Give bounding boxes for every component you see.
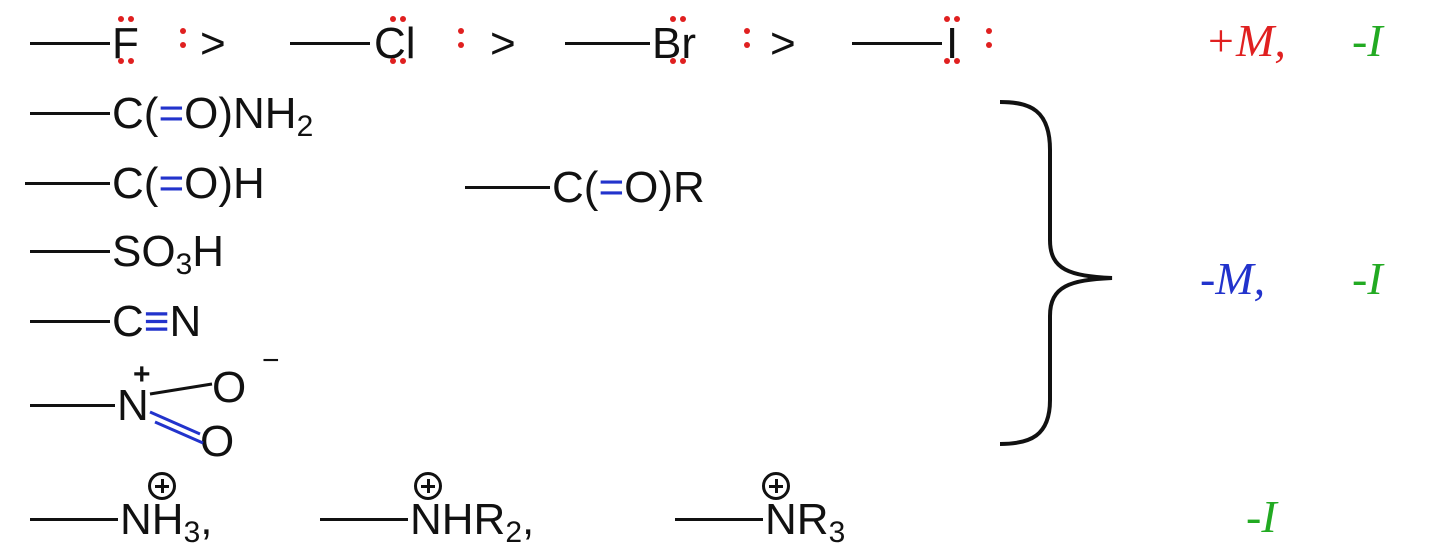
- bond-f: [30, 42, 110, 45]
- bond-br: [565, 42, 650, 45]
- bond-nitrile: [30, 320, 110, 323]
- group-ketone: C(=O)R: [552, 163, 705, 212]
- plus-circle-icon: [762, 472, 790, 500]
- plus-circle-icon: [148, 472, 176, 500]
- bond-sulfonic: [30, 250, 110, 253]
- group-amide: C(=O)NH2: [112, 89, 314, 143]
- gt-1: >: [200, 19, 226, 68]
- nitro-o2: O: [200, 417, 235, 466]
- label-minus-i-3: -I: [1246, 491, 1277, 542]
- group-nitrile: C≡N: [112, 297, 202, 346]
- nitro-minus: −: [262, 344, 280, 377]
- label-minus-i-1: -I: [1352, 15, 1383, 66]
- bond-nhr2: [320, 518, 408, 521]
- bond-nr3: [675, 518, 763, 521]
- bond-amide: [30, 112, 110, 115]
- bond-cl: [290, 42, 370, 45]
- group-sulfonic: SO3H: [112, 227, 225, 281]
- atom-f: F: [112, 19, 139, 68]
- group-nr3: NR3: [765, 495, 846, 549]
- nitro-o1: O: [212, 363, 247, 412]
- bond-ketone: [465, 186, 550, 189]
- bond-i: [852, 42, 942, 45]
- group-nhr2: NHR2,: [410, 495, 535, 549]
- bond-nitro: [30, 404, 115, 407]
- bond-acid: [25, 182, 110, 185]
- atom-i: I: [946, 19, 959, 68]
- plus-circle-icon: [414, 472, 442, 500]
- gt-3: >: [770, 19, 796, 68]
- label-minus-i-2: -I: [1352, 253, 1383, 304]
- bond-nh3: [30, 518, 118, 521]
- label-minus-m: -M,: [1200, 253, 1266, 304]
- group-nh3: NH3,: [120, 495, 213, 549]
- group-acid: C(=O)H: [112, 159, 265, 208]
- gt-2: >: [490, 19, 516, 68]
- nitro-n: N: [117, 381, 149, 430]
- nitro-plus: +: [133, 358, 151, 391]
- label-plus-m: +M,: [1205, 15, 1286, 66]
